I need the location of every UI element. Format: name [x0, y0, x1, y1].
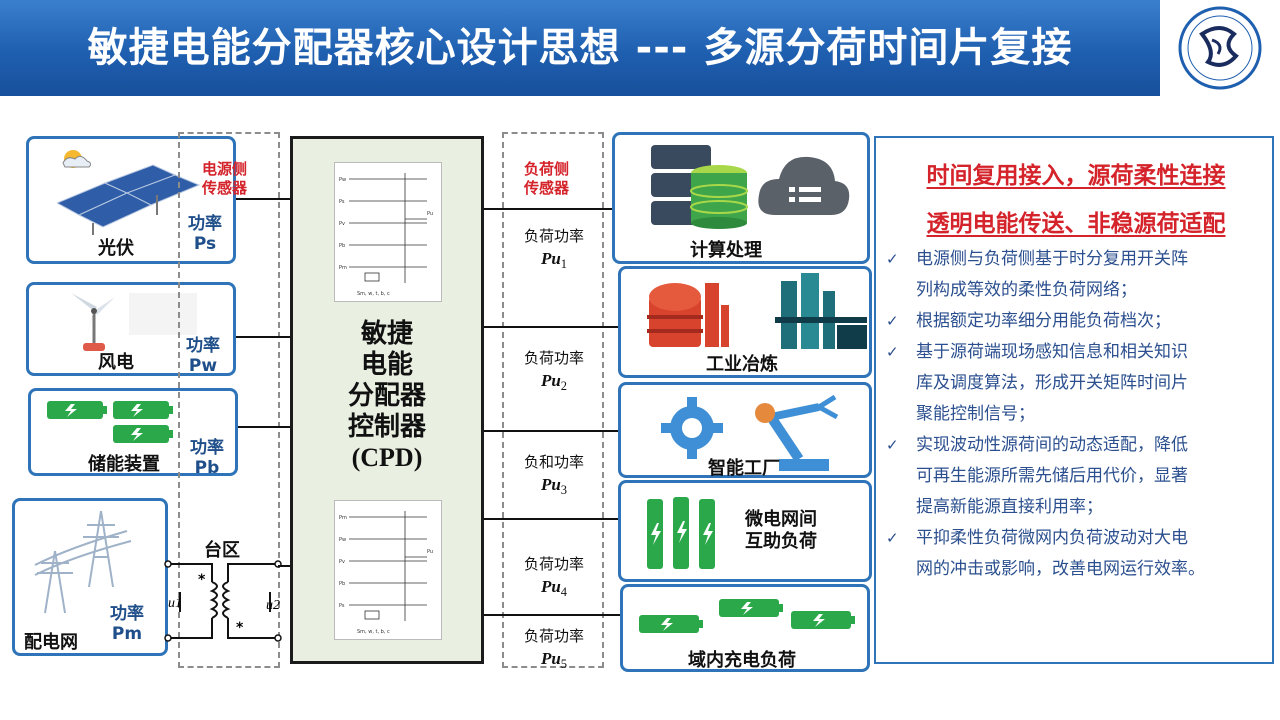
svg-text:Pv: Pv: [339, 221, 345, 227]
charging-battery-icon: [639, 599, 855, 633]
industrial-label: 工业冶炼: [706, 354, 778, 375]
svg-text:Pu: Pu: [427, 549, 433, 555]
ps-line: [236, 198, 290, 200]
battery-bank-icon: [47, 401, 173, 443]
gear-icon: [661, 397, 723, 459]
check-icon: ✓: [886, 436, 899, 454]
source-sensor-label: 电源侧 传感器: [202, 160, 248, 197]
load-power-3: 负和功率 Pu3: [523, 455, 584, 497]
svg-text:Pb: Pb: [339, 243, 345, 249]
battery-cells-icon: [647, 497, 715, 569]
page-title: 敏捷电能分配器核心设计思想 --- 多源分荷时间片复接: [87, 25, 1073, 71]
solar-panel-icon: [57, 150, 201, 235]
pu3-line: [484, 430, 620, 432]
load-power-5: 负荷功率 Pu5: [523, 629, 584, 671]
check-icon: ✓: [886, 343, 899, 361]
check-icon: ✓: [886, 529, 899, 547]
svg-text:Ps: Ps: [339, 199, 345, 205]
svg-text:Pw: Pw: [339, 537, 346, 543]
svg-text:Pv: Pv: [339, 559, 345, 565]
svg-text:Sm, w, t, b, c: Sm, w, t, b, c: [357, 291, 390, 297]
transformer-icon: [164, 560, 290, 642]
summary-heading-1: 时间复用接入，源荷柔性连接: [926, 163, 1226, 189]
placeholder-image: [129, 293, 197, 335]
pu1-line: [484, 208, 612, 210]
microgrid-load-panel: 微电网间 互助负荷: [618, 480, 872, 582]
bullet-item: ✓ 根据额定功率细分用能负荷档次；: [886, 306, 1270, 337]
load-power-2: 负荷功率 Pu2: [523, 351, 584, 393]
design-summary-panel: [874, 136, 1274, 664]
u1-label: u1: [168, 596, 182, 611]
star-mark-2: *: [236, 620, 244, 636]
svg-text:Ps: Ps: [339, 603, 345, 609]
cloud-icon: [758, 156, 850, 215]
check-icon: ✓: [886, 312, 899, 330]
summary-heading-2: 透明电能传送、非稳源荷适配: [926, 211, 1226, 237]
storage-label: 储能装置: [88, 454, 160, 475]
svg-text:Pu: Pu: [427, 211, 433, 217]
source-sensor-column: [178, 132, 280, 668]
check-icon: ✓: [886, 250, 899, 268]
u2-label: u2: [266, 598, 280, 613]
cpd-title: 敏捷 电能 分配器 控制器 (CPD): [347, 319, 426, 472]
pb-line: [238, 426, 290, 428]
load-power-4: 负荷功率 Pu4: [523, 557, 584, 599]
microgrid-label: 微电网间 互助负荷: [745, 509, 817, 552]
pv-source-panel: [26, 136, 236, 264]
storage-source-panel: [28, 388, 238, 476]
pw-line: [236, 336, 290, 338]
bullet-item: ✓ 实现波动性源荷间的动态适配，降低可再生能源所需先储后用代价，显著提高新能源直…: [886, 430, 1270, 523]
pu5-line: [484, 614, 620, 616]
svg-text:Pm: Pm: [339, 515, 347, 521]
header-bar: [0, 0, 1160, 96]
svg-text:Pm: Pm: [339, 265, 347, 271]
pu2-line: [484, 326, 620, 328]
grid-label: 配电网: [24, 632, 78, 653]
bullet-item: ✓ 电源侧与负荷侧基于时分复用开关阵列构成等效的柔性负荷网络；: [886, 244, 1270, 306]
wind-turbine-icon: [71, 293, 115, 351]
charging-label: 域内充电负荷: [688, 650, 796, 671]
smart-factory-label: 智能工厂: [708, 458, 780, 479]
power-tower-icon: [34, 510, 132, 614]
wind-label: 风电: [98, 352, 134, 373]
refinery-tank-icon: [647, 283, 729, 347]
grid-source-panel: [12, 498, 168, 656]
songshan-lab-logo: [1172, 4, 1268, 92]
wind-source-panel: [26, 282, 236, 376]
svg-text:Pb: Pb: [339, 581, 345, 587]
computing-label: 计算处理: [690, 240, 762, 261]
pv-label: 光伏: [98, 238, 134, 259]
load-sensor-label: 负荷侧 传感器: [524, 160, 570, 197]
load-sensor-column: [502, 132, 604, 668]
server-database-icon: [651, 145, 748, 229]
load-power-1: 负荷功率 Pu1: [523, 229, 584, 271]
star-mark-1: *: [198, 572, 206, 588]
svg-text:Pw: Pw: [339, 177, 346, 183]
factory-plant-icon: [775, 273, 867, 349]
bullet-item: ✓ 基于源荷端现场感知信息和相关知识库及调度算法，形成开关矩阵时间片聚能控制信号…: [886, 337, 1270, 430]
summary-bullet-list: ✓ 电源侧与负荷侧基于时分复用开关阵列构成等效的柔性负荷网络； ✓ 根据额定功率…: [886, 244, 1270, 585]
taiqu-label: 台区: [204, 540, 240, 561]
industrial-load-panel: [618, 266, 872, 378]
robot-arm-icon: [755, 394, 839, 471]
computing-load-panel: [612, 132, 870, 264]
bullet-item: ✓ 平抑柔性负荷微网内负荷波动对大电网的冲击或影响，改善电网运行效率。: [886, 523, 1270, 585]
svg-text:Sm, w, t, b, c: Sm, w, t, b, c: [357, 629, 390, 635]
smart-factory-load-panel: [618, 382, 872, 478]
charging-load-panel: [620, 584, 870, 672]
pu4-line: [484, 518, 620, 520]
